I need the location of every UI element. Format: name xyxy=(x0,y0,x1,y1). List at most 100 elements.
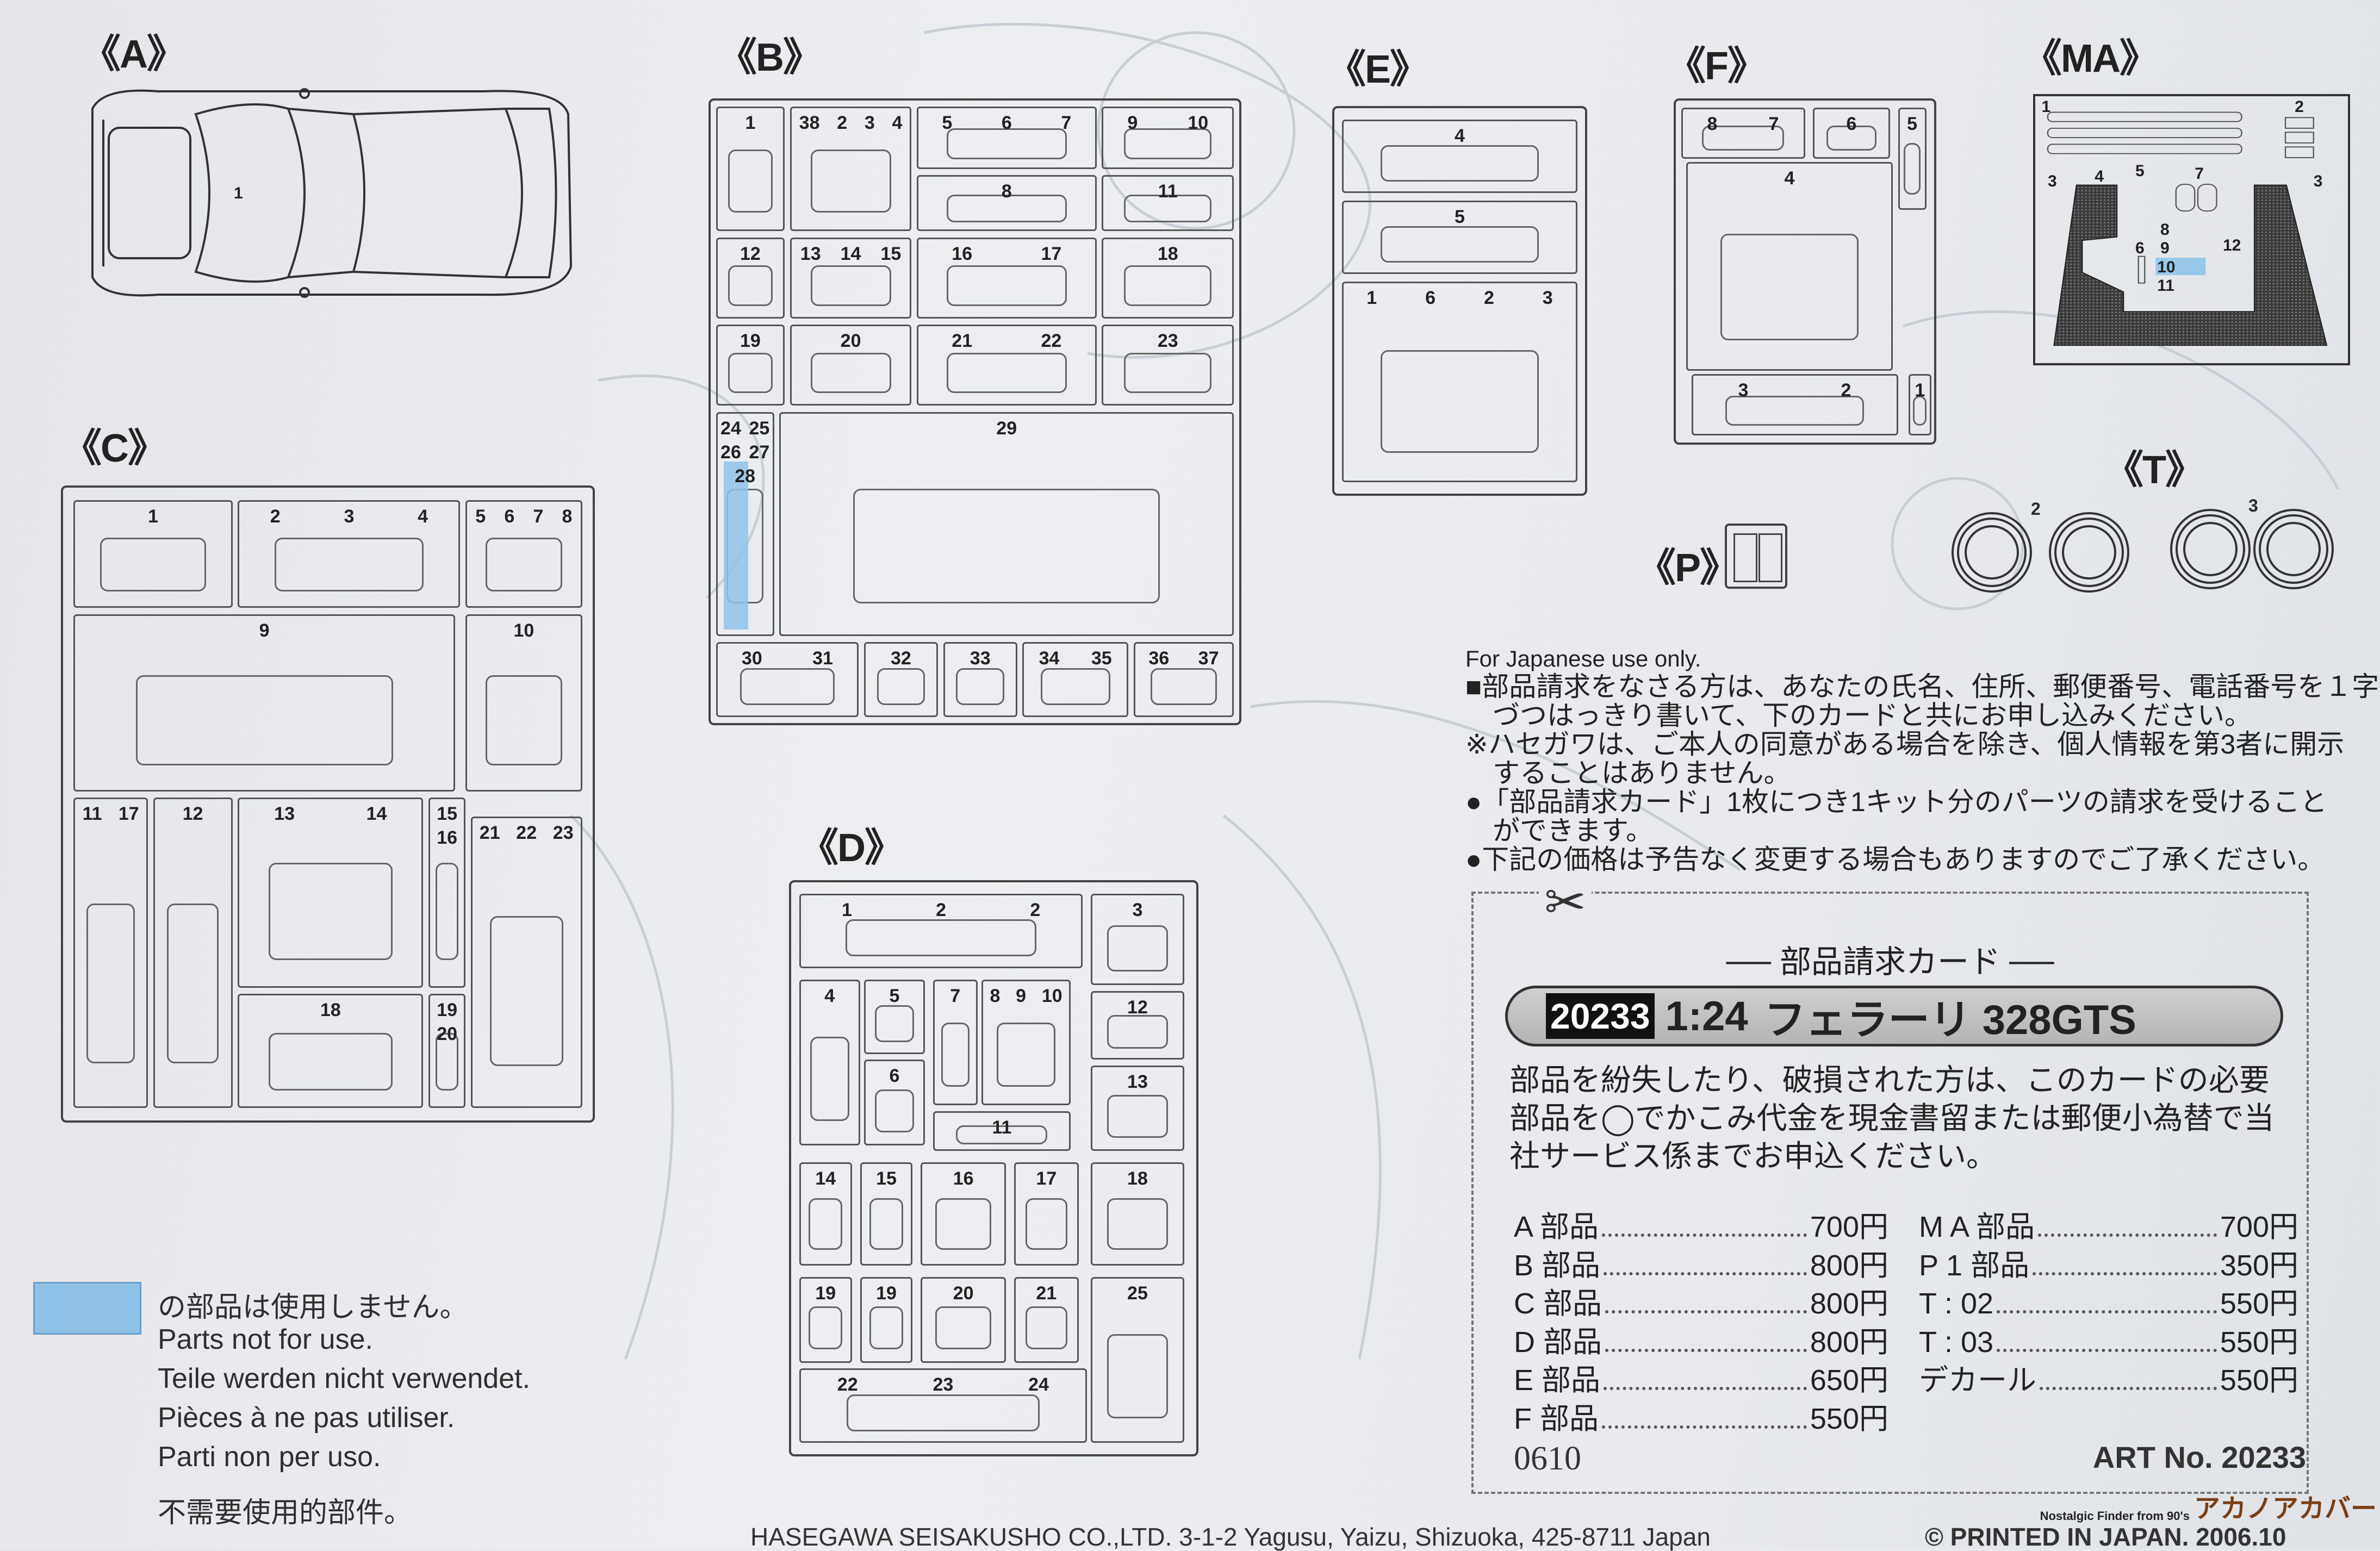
decal-label: 7 xyxy=(2195,164,2204,183)
part-number-label: 25 xyxy=(1127,1282,1148,1304)
part-number-label: 2 xyxy=(837,113,848,134)
part-number-label: 2 xyxy=(1483,288,1494,309)
part-number-label: 4 xyxy=(1784,168,1795,189)
heading-sprue-p: 《P》 xyxy=(1637,546,1739,590)
part-number-label: 3 xyxy=(864,113,875,134)
part-number-label: 24 xyxy=(720,418,741,439)
scissors-icon: ✂ xyxy=(1539,877,1592,927)
part-number-label: 7 xyxy=(1768,113,1779,134)
part-outline xyxy=(268,863,393,960)
part-number-label: 16 xyxy=(953,1168,974,1189)
part-number-label: 16 xyxy=(952,243,973,264)
part-number-label: 6 xyxy=(1001,113,1012,134)
price-value: 550円 xyxy=(1810,1402,1888,1435)
japanese-notes: For Japanese use only. ■部品請求をなさる方は、あなたの氏… xyxy=(1465,646,2379,874)
sprue-b-cell: 33 xyxy=(943,642,1017,717)
sprue-d-cell: 19 xyxy=(860,1276,913,1363)
part-outline xyxy=(941,1023,970,1087)
sprue-c-cell: 18 xyxy=(238,994,424,1108)
part-label-a1: 1 xyxy=(234,184,243,202)
part-number-label: 10 xyxy=(1188,113,1209,134)
part-number-label: 34 xyxy=(1039,648,1060,669)
decal-label: 12 xyxy=(2223,236,2241,255)
part-outline xyxy=(435,863,459,960)
part-number-label: 19 xyxy=(876,1282,897,1304)
sprue-c-cell: 1 xyxy=(73,500,233,608)
part-outline xyxy=(853,488,1160,603)
part-number-label: 1 xyxy=(148,506,159,527)
part-outline xyxy=(1025,1198,1067,1250)
price-value: 800円 xyxy=(1810,1249,1888,1282)
decal-label: 8 xyxy=(2160,220,2170,239)
sprue-d-cell: 3 xyxy=(1091,894,1184,986)
part-number-label: 30 xyxy=(741,648,762,669)
part-number-label: 12 xyxy=(182,803,203,825)
sprue-d-cell: 25 xyxy=(1091,1276,1184,1443)
decal-label: 6 xyxy=(2135,239,2145,258)
heading-tires-t: 《T》 xyxy=(2104,449,2204,492)
price-part-label: D 部品 xyxy=(1514,1325,1602,1359)
part-number-label: 4 xyxy=(824,985,835,1006)
art-number: ART No. 20233 xyxy=(2092,1440,2306,1474)
sprue-d-cell: 4 xyxy=(799,979,860,1145)
part-number-label: 12 xyxy=(740,243,761,264)
sprue-f-cell: 5 xyxy=(1898,107,1927,210)
part-number-label: 15 xyxy=(880,243,902,264)
part-outline xyxy=(489,916,563,1066)
kit-title-banner: 20233 1:24 フェラーリ 328GTS xyxy=(1505,986,2283,1047)
sprue-d-cell: 6 xyxy=(864,1060,925,1145)
part-number-label: 13 xyxy=(800,243,821,264)
sprue-c-cell: 9 xyxy=(73,614,455,792)
part-outline xyxy=(1720,233,1859,341)
part-outline xyxy=(869,1306,903,1350)
sprue-f-cell: 1 xyxy=(1908,374,1932,436)
part-outline xyxy=(268,1033,393,1091)
dot-leader xyxy=(1602,1234,1807,1237)
part-number-label: 5 xyxy=(889,985,900,1006)
price-value: 650円 xyxy=(1810,1364,1888,1397)
part-p-right xyxy=(1758,533,1782,582)
part-outline xyxy=(135,675,393,765)
price-value: 800円 xyxy=(1810,1287,1888,1320)
part-number-label: 8 xyxy=(562,506,573,527)
decal-label: 9 xyxy=(2160,239,2170,258)
dot-leader xyxy=(1997,1348,2217,1352)
part-p-left xyxy=(1733,533,1757,582)
price-row: M A 部品 700円 xyxy=(1919,1208,2298,1247)
heading-sprue-f: 《F》 xyxy=(1667,45,1767,88)
part-outline xyxy=(485,675,563,765)
part-outline xyxy=(728,265,773,306)
part-outline xyxy=(166,904,219,1063)
heading-decal-ma: 《MA》 xyxy=(2023,37,2159,80)
price-part-label: T : 03 xyxy=(1919,1325,1994,1359)
heading-sprue-a: 《A》 xyxy=(82,33,186,76)
part-outline xyxy=(946,352,1067,394)
part-number-label: 26 xyxy=(720,441,741,463)
part-number-label: 27 xyxy=(749,441,770,463)
part-number-label: 25 xyxy=(749,418,770,439)
part-outline xyxy=(728,352,773,394)
part-number-label: 37 xyxy=(1198,648,1219,669)
part-outline xyxy=(1124,352,1212,394)
part-number-label: 6 xyxy=(1846,113,1857,134)
price-value: 700円 xyxy=(2220,1211,2298,1243)
card-instructions: 部品を紛失したり、破損された方は、このカードの必要 部品を◯でかこみ代金を現金書… xyxy=(1509,1061,2275,1175)
part-number-label: 21 xyxy=(952,331,973,352)
legend-line-en: Parts not for use. xyxy=(158,1324,373,1355)
part-number-label: 1 xyxy=(745,113,756,134)
part-number-label: 18 xyxy=(1127,1168,1148,1189)
legend-line-de: Teile werden nicht verwendet. xyxy=(158,1363,531,1394)
part-outline xyxy=(956,668,1004,706)
dot-leader xyxy=(2040,1387,2217,1390)
price-part-label: M A 部品 xyxy=(1919,1211,2035,1243)
